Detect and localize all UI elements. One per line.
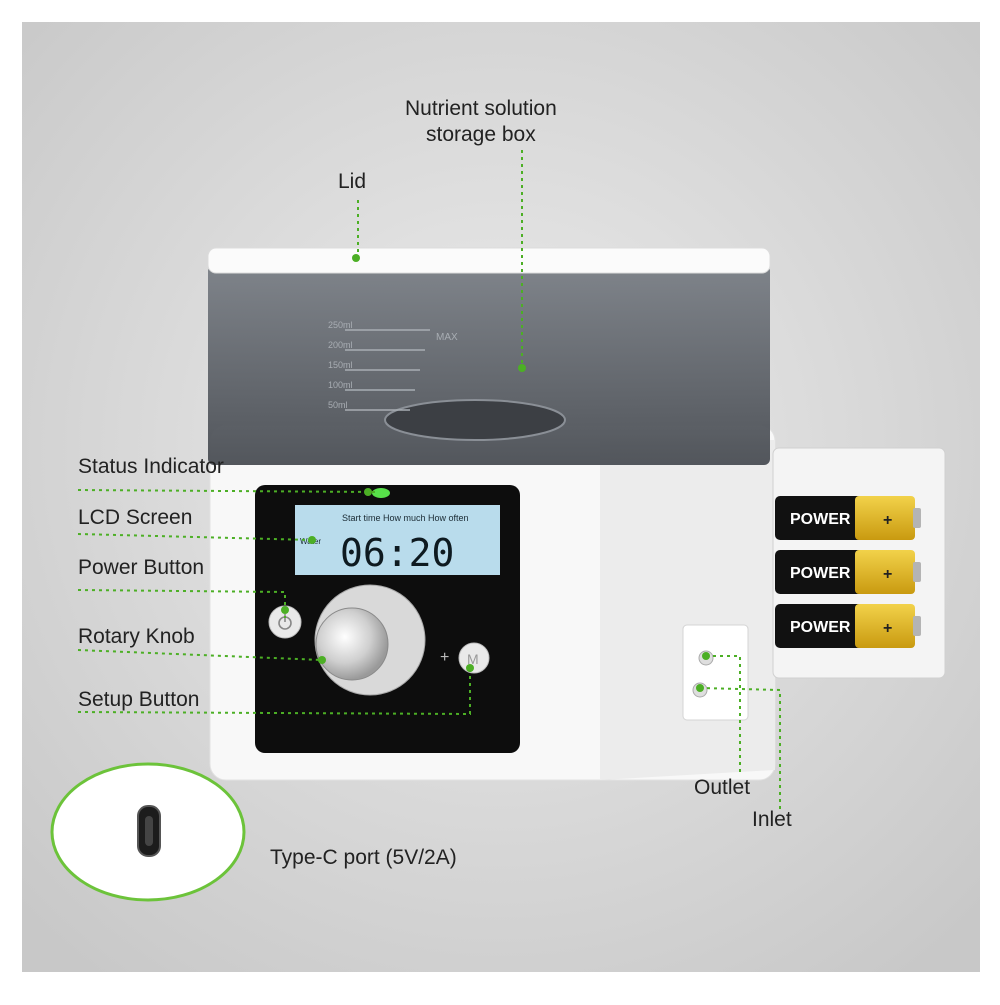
scale-max-label: MAX <box>436 332 458 343</box>
storage-box <box>208 265 770 465</box>
volume-scale <box>345 329 430 411</box>
status-indicator-led <box>372 488 390 498</box>
side-port-recess <box>682 624 749 721</box>
device-body-shadow <box>600 440 775 780</box>
battery-brand: POWER <box>790 619 851 636</box>
status-indicator-label: Status Indicator <box>78 455 224 478</box>
outlet-label: Outlet <box>694 776 751 799</box>
power-button-label: Power Button <box>78 556 205 579</box>
battery: POWER + <box>775 604 921 648</box>
scale-mark: 250ml <box>328 320 353 330</box>
battery-plus: + <box>883 620 892 637</box>
rotary-plus-sign: + <box>440 649 449 666</box>
lid-label: Lid <box>338 170 367 193</box>
scale-mark: 200ml <box>328 340 353 350</box>
inlet-label: Inlet <box>752 808 792 831</box>
lcd-time: 06:20 <box>340 531 454 575</box>
battery-plus: + <box>883 566 892 583</box>
battery-brand: POWER <box>790 511 851 528</box>
type-c-label: Type-C port (5V/2A) <box>270 846 457 869</box>
tank-outlet-ring <box>384 399 566 441</box>
rotary-knob-label: Rotary Knob <box>78 625 195 648</box>
scale-mark: 150ml <box>328 360 353 370</box>
setup-button-icon: M <box>467 651 479 667</box>
lcd-screen-label: LCD Screen <box>78 506 193 529</box>
lid <box>207 247 771 274</box>
battery-brand: POWER <box>790 565 851 582</box>
rotary-knob[interactable] <box>315 607 389 681</box>
nutrient-box-label: Nutrient solution storage box <box>405 96 557 148</box>
setup-button-label: Setup Button <box>78 688 200 711</box>
callout-dots <box>281 254 710 692</box>
battery-plus: + <box>883 512 892 529</box>
lcd-header: Start time How much How often <box>342 513 469 523</box>
lcd-screen <box>295 505 500 575</box>
nutrient-box-label-line2: storage box <box>426 123 536 146</box>
scale-mark: 50ml <box>328 400 348 410</box>
battery: POWER + <box>775 496 921 540</box>
battery: POWER + <box>775 550 921 594</box>
setup-button[interactable] <box>458 642 490 674</box>
nutrient-box-label-line1: Nutrient solution <box>405 97 557 120</box>
type-c-port-tongue <box>145 816 153 846</box>
scale-mark: 100ml <box>328 380 353 390</box>
